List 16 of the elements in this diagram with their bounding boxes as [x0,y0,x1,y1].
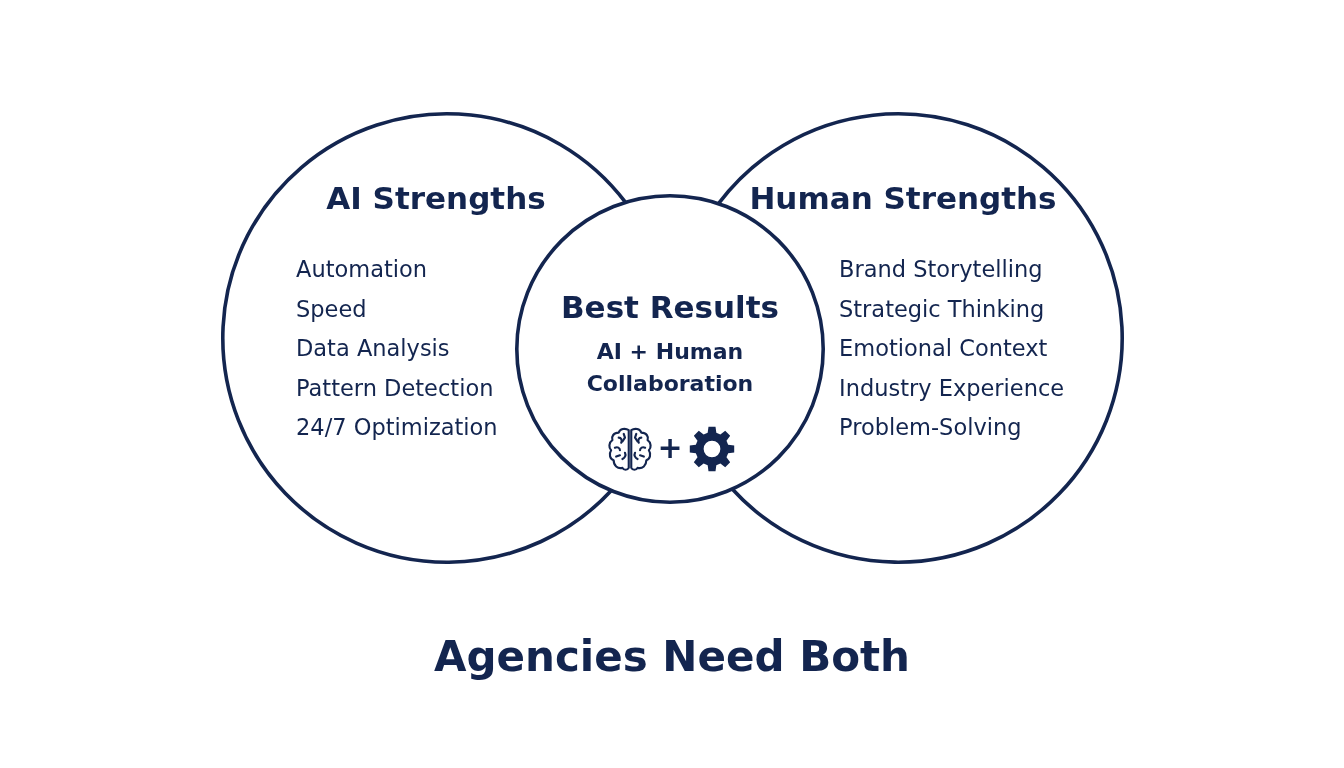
list-item: Pattern Detection [296,374,494,401]
list-item: Speed [296,295,367,322]
circle-heading: Human Strengths [749,180,1057,218]
list-item: Strategic Thinking [839,295,1045,322]
list-item: Brand Storytelling [839,255,1043,283]
list-item: Data Analysis [296,334,450,362]
list-item: Problem-Solving [839,413,1022,441]
list-item: Industry Experience [839,374,1065,401]
subheading: AI + Human Collaboration [585,338,755,398]
plus-sign: + [657,430,683,466]
circle-heading: Best Results [561,289,779,327]
diagram-title: Agencies Need Both [434,631,910,683]
list-item: Emotional Context [839,334,1048,362]
circle-heading: AI Strengths [326,180,546,218]
list-item: Automation [296,255,428,283]
list-item: 24/7 Optimization [296,413,498,441]
